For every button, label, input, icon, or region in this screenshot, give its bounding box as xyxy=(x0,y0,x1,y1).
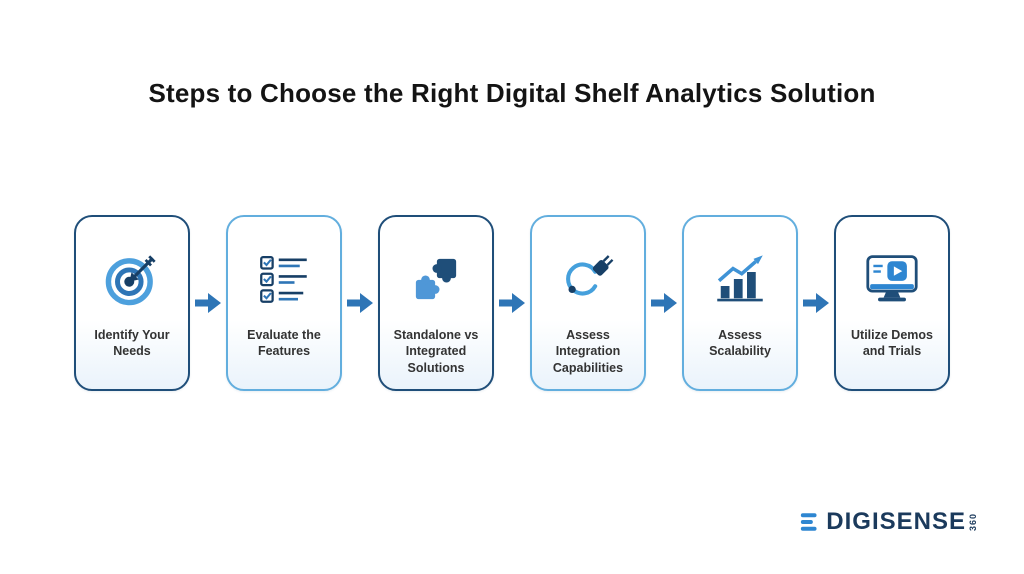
arrow-right-icon xyxy=(651,293,677,313)
target-dart-icon xyxy=(103,231,161,327)
arrow-right-icon xyxy=(195,293,221,313)
step-label: Standalone vs Integrated Solutions xyxy=(393,328,479,375)
step-card-evaluate-features: Evaluate the Features xyxy=(226,215,342,391)
digisense-logo: DIGISENSE 360 xyxy=(799,508,978,536)
step-card-assess-scalability: Assess Scalability xyxy=(682,215,798,391)
logo-bars-icon xyxy=(799,509,823,535)
step-card-standalone-vs-integrated: Standalone vs Integrated Solutions xyxy=(378,215,494,391)
arrow-right-icon xyxy=(347,293,373,313)
step-label: Identify Your Needs xyxy=(94,328,170,359)
step-label: Utilize Demos and Trials xyxy=(851,328,933,359)
logo-brand-text: DIGISENSE xyxy=(826,508,966,535)
puzzle-pieces-icon xyxy=(408,231,464,327)
step-card-identify-needs: Identify Your Needs xyxy=(74,215,190,391)
arrow-right-icon xyxy=(499,293,525,313)
demo-monitor-icon xyxy=(862,231,922,327)
growth-bars-icon xyxy=(712,231,768,327)
plug-cable-icon xyxy=(559,231,617,327)
step-card-demos-trials: Utilize Demos and Trials xyxy=(834,215,950,391)
step-label: Assess Integration Capabilities xyxy=(552,328,624,375)
step-card-assess-integration: Assess Integration Capabilities xyxy=(530,215,646,391)
step-label: Assess Scalability xyxy=(709,328,771,359)
checklist-icon xyxy=(256,231,312,327)
steps-row: Identify Your Needs xyxy=(0,215,1024,391)
logo-suffix-360: 360 xyxy=(968,512,978,532)
step-label: Evaluate the Features xyxy=(247,328,321,359)
arrow-right-icon xyxy=(803,293,829,313)
page-title: Steps to Choose the Right Digital Shelf … xyxy=(148,78,876,108)
